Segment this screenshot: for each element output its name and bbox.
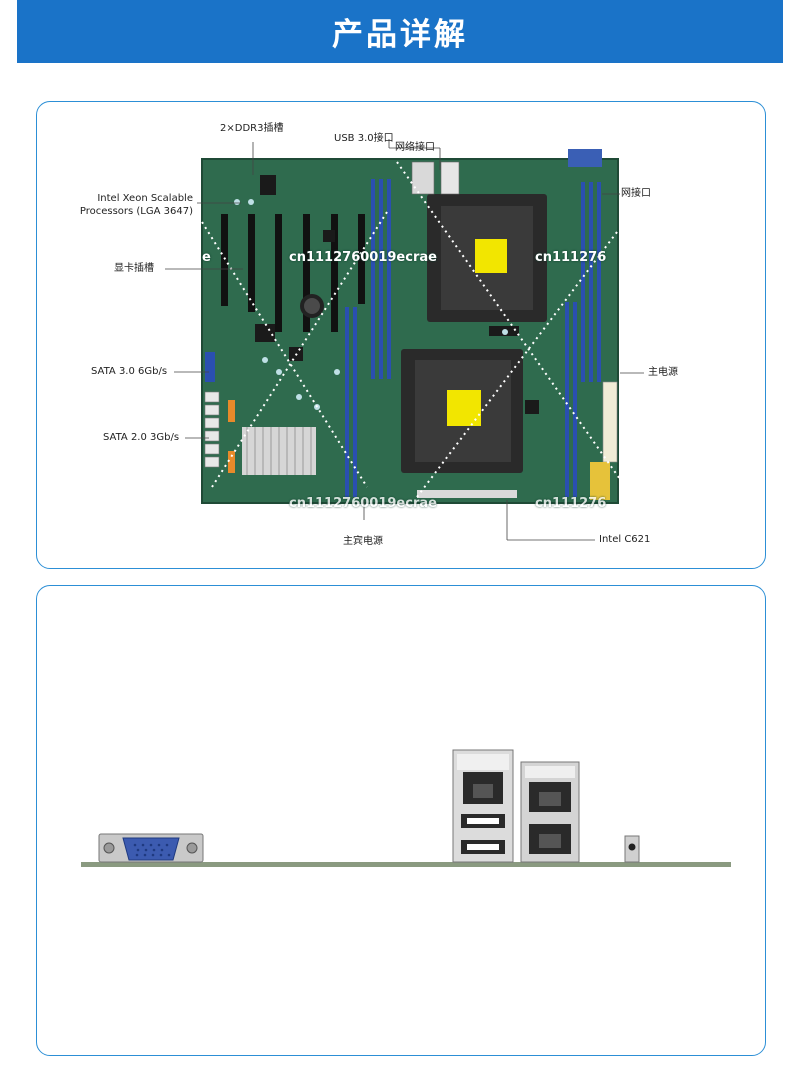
watermark-bottom-right: cn111276 [535,496,607,511]
watermark-bottom-mid: cn1112760019ecrae [289,496,437,511]
uid-button [624,835,640,863]
label-usb-port: USB 3.0接口 [334,133,394,144]
rear-io-panel [36,585,766,1056]
label-cpu-line1: Intel Xeon Scalable [97,193,193,204]
label-chipset: Intel C621 [599,534,651,545]
watermark-right: cn111276 [535,250,607,265]
label-sata3: SATA 3.0 6Gb/s [91,366,168,377]
watermark-left: e [202,250,211,265]
rear-io-illustration [81,749,731,867]
motherboard-illustration [165,139,644,541]
label-ddr-slots: 2×DDR3插槽 [220,123,284,134]
label-main-power-bottom: 主宾电源 [343,536,383,547]
label-lan-port-right: 网接口 [621,188,651,199]
page-title: 产品详解 [332,17,468,53]
lan-usb-stack [452,749,514,863]
label-cpu-line2: Processors (LGA 3647) [79,206,193,217]
dual-lan-stack [520,761,580,863]
motherboard-panel: 2×DDR3插槽 USB 3.0接口 网络接口 Intel Xeon Scala… [36,101,766,569]
label-main-power: 主电源 [648,367,678,378]
label-sata2: SATA 2.0 3Gb/s [103,432,180,443]
header-banner: 产品详解 [17,0,783,63]
watermark-center: cn1112760019ecrae [289,250,437,265]
label-gpu-slot: 显卡插槽 [114,263,154,274]
vga-port [98,833,204,863]
label-lan-port: 网络接口 [395,142,435,153]
